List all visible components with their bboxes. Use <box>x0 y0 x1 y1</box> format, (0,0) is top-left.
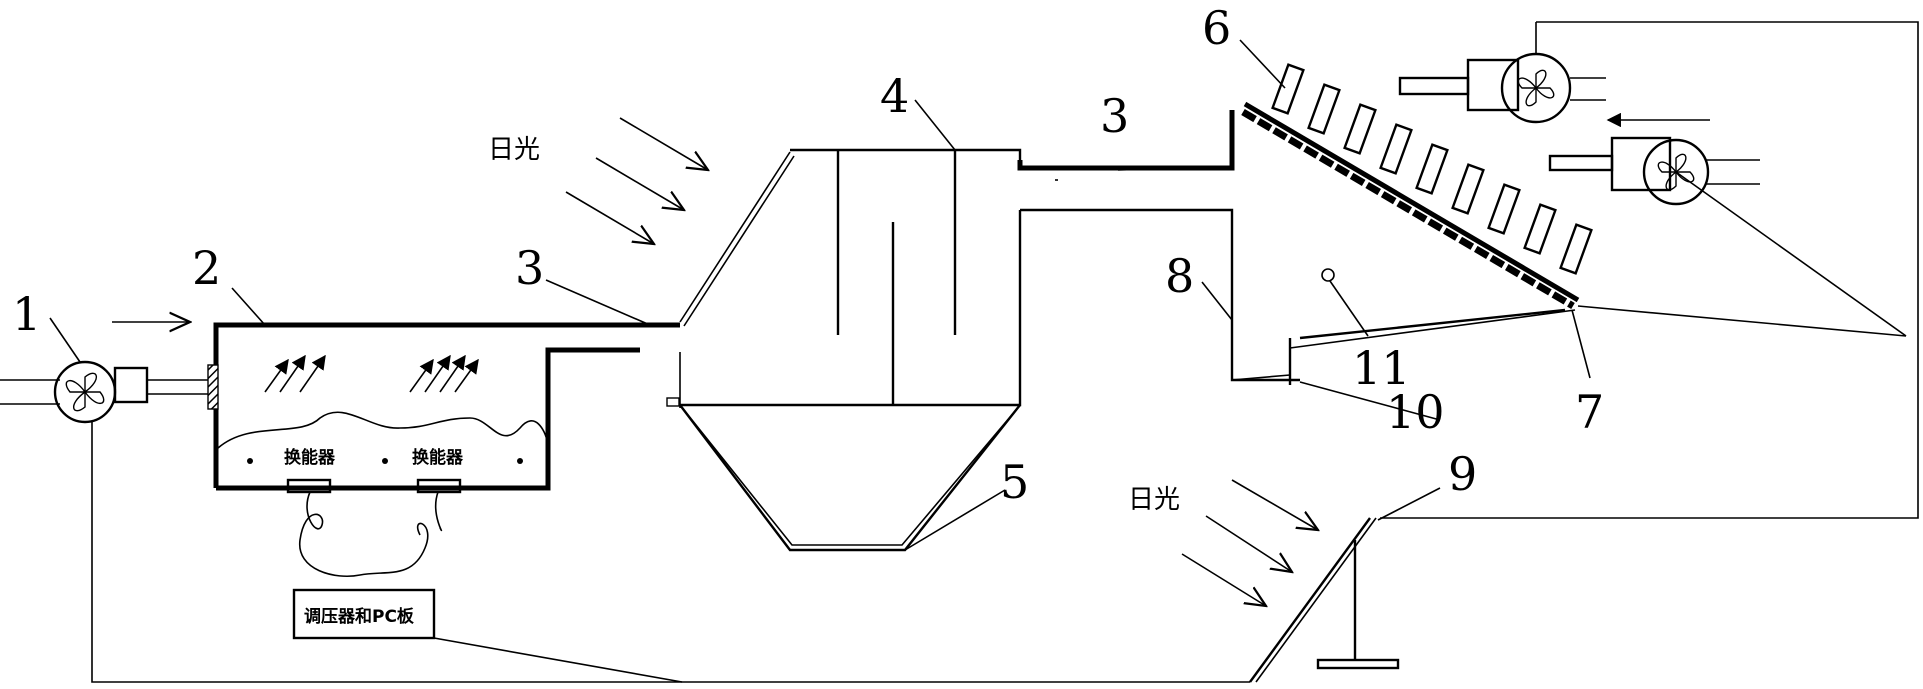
fan-1-outlet <box>113 366 149 404</box>
label-6: 6 <box>1202 1 1231 55</box>
wiring <box>91 21 1919 683</box>
controller-box <box>292 588 436 640</box>
label-4: 4 <box>880 69 909 123</box>
controller-box-label: 调压器和PC板 <box>304 606 415 627</box>
exchanger-left-label: 换能器 <box>284 447 336 468</box>
fan-upper-right <box>1398 52 1606 124</box>
fan-blade-icon <box>65 372 105 412</box>
label-10: 10 <box>1386 385 1445 439</box>
label-7: 7 <box>1575 385 1604 439</box>
tower-4 <box>666 148 1022 552</box>
sunlight-bottom: 日光 <box>1128 479 1318 606</box>
label-11: 11 <box>1352 341 1411 395</box>
sunlight-bottom-label: 日光 <box>1128 485 1180 515</box>
fan-blade-icon <box>1517 69 1555 107</box>
chamber-2: 换能器 换能器 <box>207 322 680 491</box>
transducers: 调压器和PC板 <box>286 478 462 640</box>
fin-array <box>1271 63 1593 275</box>
sunlight-top-label: 日光 <box>488 135 540 165</box>
collector-panel <box>1241 63 1593 310</box>
label-2: 2 <box>192 241 221 295</box>
funnel <box>1288 268 1576 385</box>
label-1: 1 <box>12 287 41 341</box>
label-3-right: 3 <box>1100 89 1129 143</box>
label-9: 9 <box>1448 447 1477 501</box>
exchanger-right-label: 换能器 <box>412 447 464 468</box>
leader-lines <box>49 39 1591 551</box>
sunlight-top: 日光 <box>488 117 708 244</box>
label-3-left: 3 <box>515 241 544 295</box>
fan-blade-icon <box>1657 153 1695 191</box>
duct-3 <box>1017 110 1300 382</box>
inlet-filter <box>207 364 219 410</box>
label-8: 8 <box>1165 249 1194 303</box>
fan-lower-right <box>1548 136 1760 206</box>
sensor-11 <box>1321 268 1335 282</box>
label-5: 5 <box>1000 455 1029 509</box>
fan-1 <box>0 360 208 424</box>
mirror-9 <box>1249 517 1400 683</box>
